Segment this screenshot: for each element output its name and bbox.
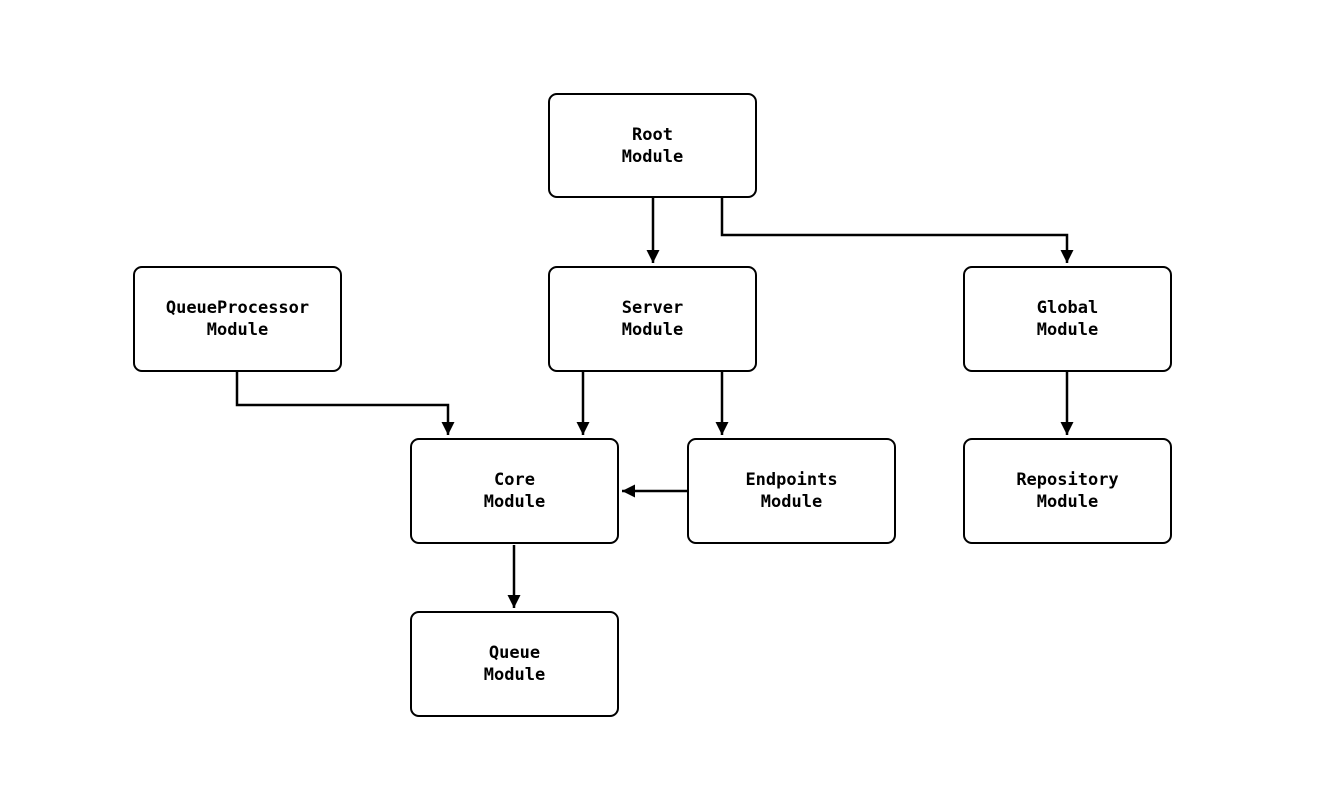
node-label-line1: Global — [1036, 298, 1099, 318]
node-label-line1: Root — [632, 124, 673, 145]
node-label-line1: Server — [621, 298, 684, 318]
node-label-line2: Module — [206, 320, 269, 340]
node-label-line2: Module — [760, 492, 823, 512]
node-label-line1: Repository — [1016, 470, 1119, 490]
node-endpoints-module: Endpoints Module — [687, 438, 896, 544]
node-global-module: Global Module — [963, 266, 1172, 372]
node-label-line1: Endpoints — [745, 470, 838, 490]
node-core-module: Core Module — [410, 438, 619, 544]
node-label-line1: Core — [494, 470, 535, 490]
node-label-line2: Module — [483, 665, 546, 685]
node-server-module: Server Module — [548, 266, 757, 372]
edge-root-to-global — [720, 198, 1074, 263]
node-label-line2: Module — [1036, 320, 1099, 340]
node-label-line2: Module — [621, 146, 684, 167]
node-label-line2: Module — [621, 320, 684, 340]
node-queueprocessor-module: QueueProcessor Module — [133, 266, 342, 372]
node-label-line2: Module — [1036, 492, 1099, 512]
node-label-line1: QueueProcessor — [165, 298, 310, 318]
node-queue-module: Queue Module — [410, 611, 619, 717]
node-label-line1: Queue — [488, 643, 541, 663]
node-repository-module: Repository Module — [963, 438, 1172, 544]
edge-queueprocessor-to-core — [235, 372, 455, 435]
node-label-line2: Module — [483, 492, 546, 512]
node-root-module: Root Module — [548, 93, 757, 198]
